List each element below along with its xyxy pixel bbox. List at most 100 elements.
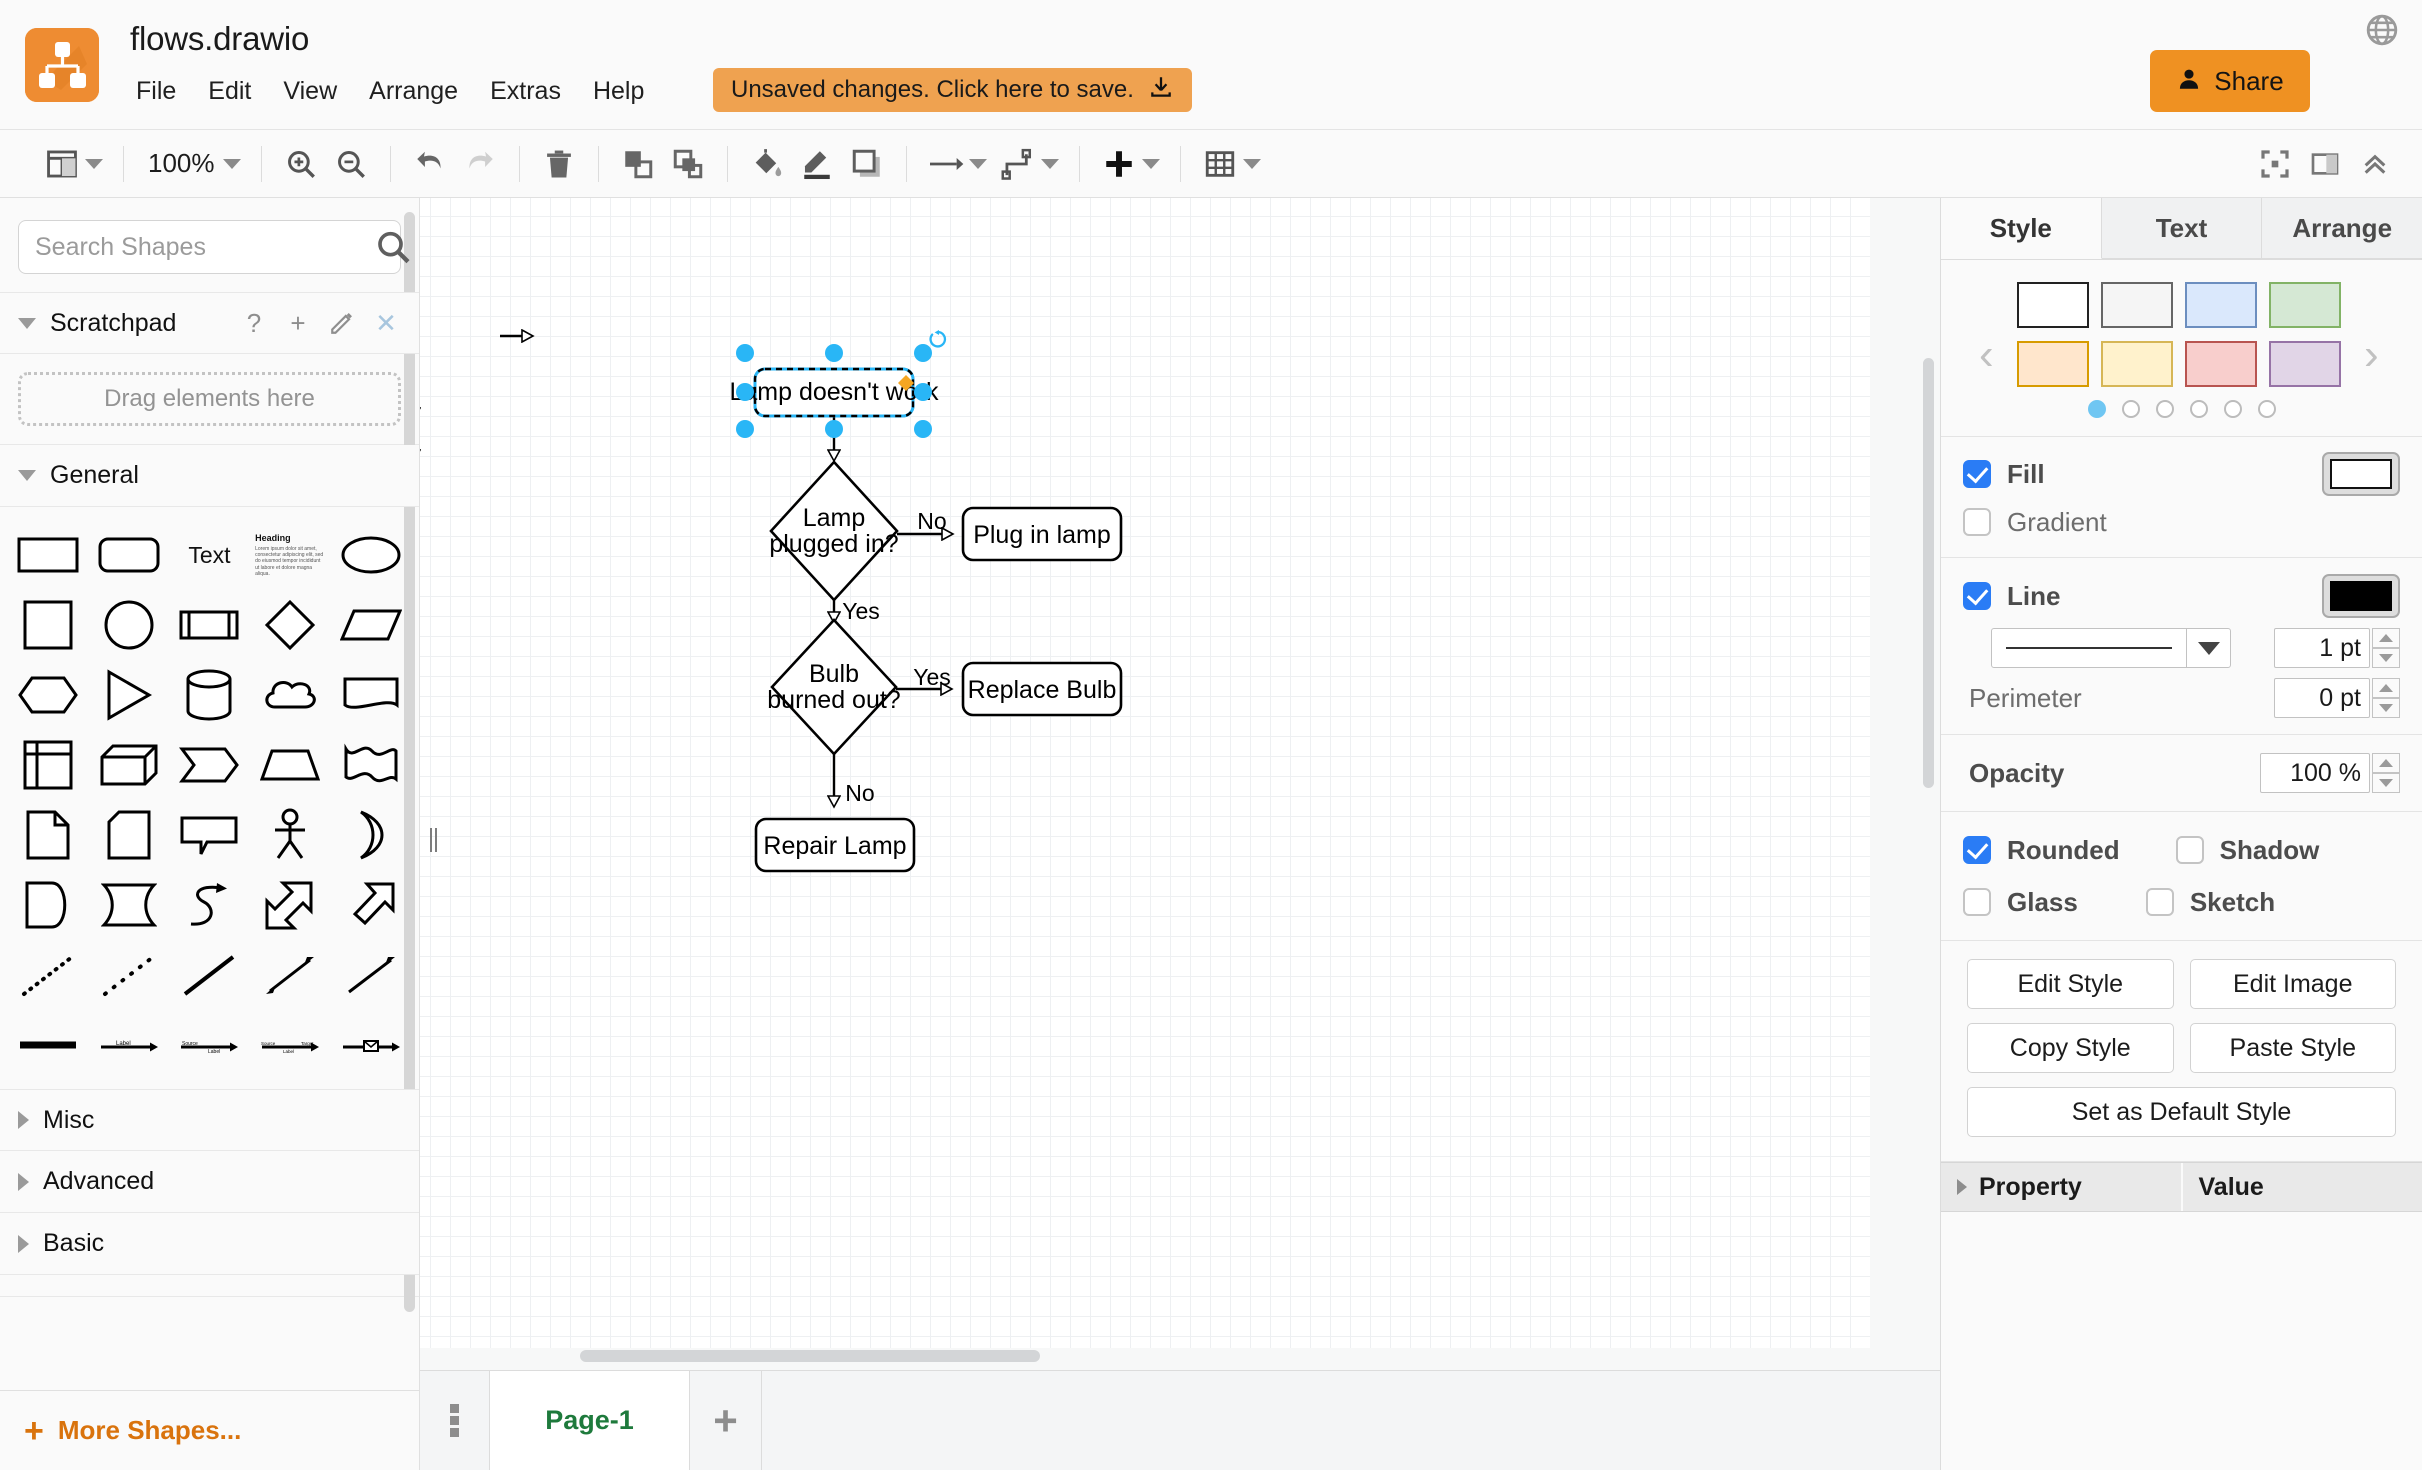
opacity-field[interactable]: 100 %	[2260, 753, 2370, 793]
shape-delay[interactable]	[89, 871, 170, 939]
bring-to-front-icon[interactable]	[613, 139, 663, 189]
shape-diamond[interactable]	[250, 591, 331, 659]
chevron-right-icon[interactable]: ›	[2364, 330, 2379, 379]
copy-style-button[interactable]: Copy Style	[1967, 1023, 2174, 1073]
search-input[interactable]	[19, 232, 373, 262]
fill-color-icon[interactable]	[742, 139, 792, 189]
format-panel-icon[interactable]	[2300, 139, 2350, 189]
shape-source-label-arrow[interactable]: Source Label	[169, 1011, 250, 1079]
shape-cloud[interactable]	[250, 661, 331, 729]
preset-page-dot-3[interactable]	[2155, 400, 2174, 418]
scratchpad-dropzone[interactable]: Drag elements here	[18, 372, 401, 426]
view-dropdown-caret[interactable]	[85, 158, 103, 169]
section-header-advanced[interactable]: Advanced	[0, 1151, 419, 1213]
gradient-checkbox[interactable]	[1963, 508, 1991, 536]
shape-actor[interactable]	[250, 801, 331, 869]
trash-icon[interactable]	[534, 139, 584, 189]
shape-s-curve[interactable]	[169, 871, 250, 939]
line-color-icon[interactable]	[792, 139, 842, 189]
shape-note[interactable]	[8, 801, 89, 869]
add-page-button[interactable]: +	[690, 1371, 762, 1470]
shape-dotted-line-2[interactable]	[89, 941, 170, 1009]
tab-text[interactable]: Text	[2101, 198, 2263, 259]
send-to-back-icon[interactable]	[663, 139, 713, 189]
shape-step[interactable]	[169, 731, 250, 799]
preset-page-dot-6[interactable]	[2257, 400, 2276, 418]
shape-bidirectional-arrow[interactable]	[250, 941, 331, 1009]
shape-internal-storage[interactable]	[8, 731, 89, 799]
fullscreen-icon[interactable]	[2250, 139, 2300, 189]
line-width-stepper[interactable]	[2372, 628, 2400, 668]
menu-arrange[interactable]: Arrange	[369, 77, 459, 105]
shape-process[interactable]	[169, 591, 250, 659]
redo-icon[interactable]	[455, 139, 505, 189]
shape-rounded-rectangle[interactable]	[89, 521, 170, 589]
shape-double-arrow[interactable]	[250, 871, 331, 939]
diagram-canvas[interactable]: Lamp plugged in? Plug in lamp Bulb burne…	[420, 198, 1940, 1370]
search-shapes-box[interactable]	[18, 220, 410, 274]
shape-tape[interactable]	[330, 731, 411, 799]
chevron-down-icon[interactable]	[2186, 629, 2230, 667]
canvas-horizontal-scrollbar[interactable]	[580, 1350, 1040, 1362]
shape-data-storage[interactable]	[8, 871, 89, 939]
menu-extras[interactable]: Extras	[490, 77, 561, 105]
shape-directional-arrow[interactable]	[330, 941, 411, 1009]
shape-document[interactable]	[330, 661, 411, 729]
preset-swatch-red[interactable]	[2184, 341, 2257, 387]
shape-cylinder[interactable]	[169, 661, 250, 729]
menu-edit[interactable]: Edit	[208, 77, 252, 105]
chevron-up-icon[interactable]	[2350, 139, 2400, 189]
menu-file[interactable]: File	[136, 77, 177, 105]
sketch-checkbox[interactable]	[2145, 888, 2174, 916]
edit-pencil-icon[interactable]	[327, 308, 357, 338]
preset-swatch-white[interactable]	[2016, 282, 2089, 328]
shape-dotted-line-1[interactable]	[8, 941, 89, 1009]
line-width-field[interactable]: 1 pt	[2274, 628, 2370, 668]
section-header-misc[interactable]: Misc	[0, 1089, 419, 1151]
preset-swatch-purple[interactable]	[2268, 341, 2341, 387]
undo-icon[interactable]	[405, 139, 455, 189]
help-icon[interactable]: ?	[246, 307, 262, 338]
tab-arrange[interactable]: Arrange	[2262, 198, 2422, 259]
line-color-swatch[interactable]	[2322, 574, 2400, 618]
rounded-checkbox[interactable]	[1963, 836, 1991, 864]
shape-plain-line[interactable]	[169, 941, 250, 1009]
preset-swatch-grey[interactable]	[2100, 282, 2173, 328]
shape-callout[interactable]	[169, 801, 250, 869]
glass-checkbox[interactable]	[1963, 888, 1991, 916]
paste-style-button[interactable]: Paste Style	[2189, 1023, 2396, 1073]
shape-trapezoid[interactable]	[250, 731, 331, 799]
shape-circle[interactable]	[89, 591, 170, 659]
fill-color-swatch[interactable]	[2322, 452, 2400, 496]
globe-icon[interactable]	[2364, 12, 2400, 48]
preset-swatch-green[interactable]	[2268, 282, 2341, 328]
plus-icon[interactable]	[1094, 139, 1144, 189]
sidebar-collapse-handle[interactable]	[426, 820, 440, 860]
preset-page-dot-1[interactable]	[2087, 400, 2106, 418]
zoom-dropdown-caret[interactable]	[222, 158, 241, 169]
menu-help[interactable]: Help	[592, 77, 645, 105]
zoom-in-icon[interactable]	[276, 139, 326, 189]
tab-style[interactable]: Style	[1941, 198, 2102, 259]
preset-page-dot-2[interactable]	[2121, 400, 2140, 418]
close-icon[interactable]: ✕	[375, 307, 397, 338]
more-options-icon[interactable]	[420, 1371, 490, 1470]
share-button[interactable]: Share	[2150, 50, 2310, 112]
shape-square[interactable]	[8, 591, 89, 659]
shape-message-arrow[interactable]	[330, 1011, 411, 1079]
unsaved-changes-banner[interactable]: Unsaved changes. Click here to save.	[713, 68, 1192, 112]
preset-swatch-orange[interactable]	[2016, 341, 2089, 387]
shape-text[interactable]: Text	[169, 521, 250, 589]
shape-ellipse[interactable]	[330, 521, 411, 589]
preset-swatch-yellow[interactable]	[2100, 341, 2173, 387]
shape-card[interactable]	[89, 801, 170, 869]
sidebar-scrollbar[interactable]	[404, 212, 415, 1312]
perimeter-field[interactable]: 0 pt	[2274, 678, 2370, 718]
shape-or-shape[interactable]	[330, 801, 411, 869]
preset-page-dot-4[interactable]	[2189, 400, 2208, 418]
line-checkbox[interactable]	[1963, 582, 1991, 610]
table-grid-icon[interactable]	[1195, 139, 1245, 189]
section-header-general[interactable]: General	[0, 445, 419, 507]
shape-block-arrow[interactable]	[330, 871, 411, 939]
edit-style-button[interactable]: Edit Style	[1967, 959, 2174, 1009]
